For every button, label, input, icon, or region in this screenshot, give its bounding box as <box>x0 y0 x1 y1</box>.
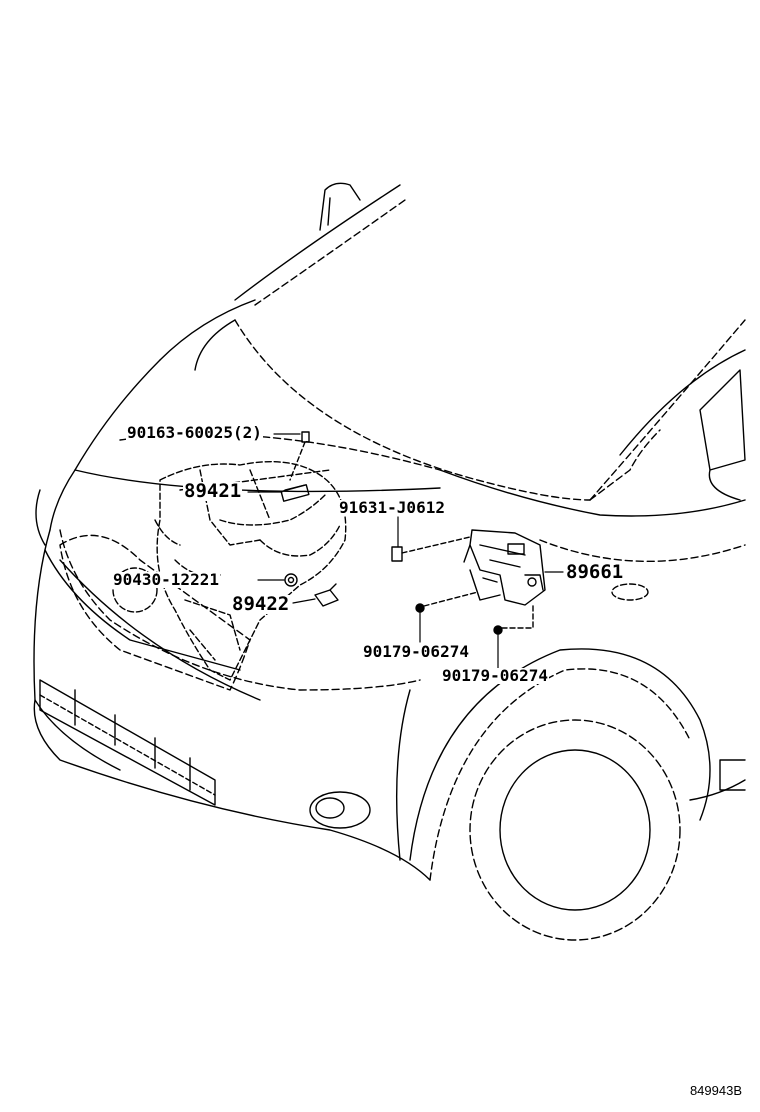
callout-90430-12221: 90430-12221 <box>112 570 220 589</box>
hood <box>49 299 746 531</box>
diagram-reference-number: 849943B <box>689 1083 742 1098</box>
leader-lines <box>247 433 564 669</box>
callout-90163-60025: 90163-60025(2) <box>126 423 263 442</box>
sensor-89421 <box>280 484 310 502</box>
gasket-90430-12221 <box>284 573 298 587</box>
ecu-89661 <box>463 529 546 606</box>
sensor-89422 <box>314 583 339 607</box>
callout-89422: 89422 <box>231 593 291 615</box>
bolt-91631-J0612 <box>391 536 471 562</box>
callout-91631-J0612: 91631-J0612 <box>338 498 446 517</box>
bolt-90163-60025 <box>289 431 310 481</box>
callout-89421: 89421 <box>183 480 243 502</box>
front-wheel <box>409 648 711 941</box>
headlight <box>59 534 251 691</box>
nut-90179-06274-left <box>415 591 479 613</box>
callout-90179-06274-right: 90179-06274 <box>441 666 549 685</box>
nut-90179-06274-right <box>493 604 534 635</box>
front-fender <box>439 369 746 801</box>
callout-89661: 89661 <box>565 561 625 583</box>
windshield <box>234 182 406 306</box>
engine-assembly <box>154 461 347 681</box>
callout-90179-06274-left: 90179-06274 <box>362 642 470 661</box>
front-bumper <box>33 489 431 881</box>
